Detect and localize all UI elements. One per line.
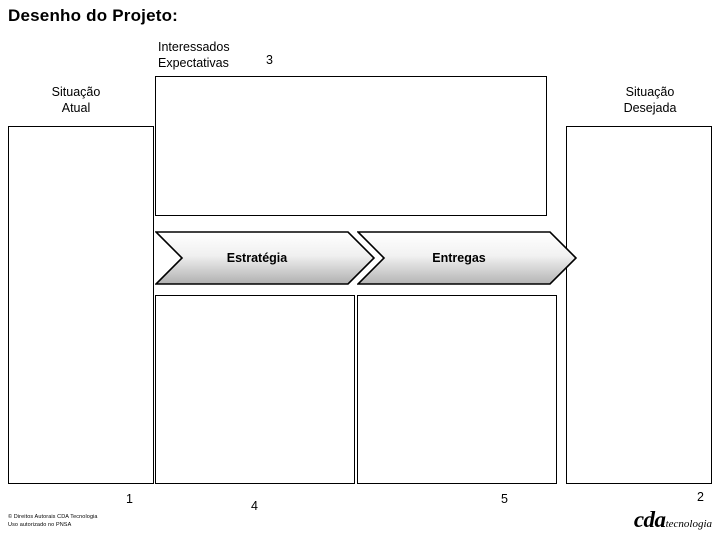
copyright-notice: © Direitos Autorais CDA Tecnologia Uso a… <box>8 514 98 528</box>
chevron-entregas-label: Entregas <box>432 251 486 265</box>
chevron-estrategia[interactable]: Estratégia <box>155 231 375 285</box>
label-situacao-atual: Situação Atual <box>51 85 101 115</box>
number-estrategia: 4 <box>251 499 258 513</box>
number-entregas: 5 <box>501 492 508 506</box>
box-situacao-atual[interactable] <box>8 126 154 484</box>
logo-sub-text: tecnologia <box>665 518 712 530</box>
box-entregas-content[interactable] <box>357 295 557 484</box>
box-interessados-expectativas[interactable] <box>155 76 547 216</box>
chevron-estrategia-label: Estratégia <box>226 251 288 265</box>
box-estrategia-content[interactable] <box>155 295 355 484</box>
logo-main-text: cda <box>633 507 666 532</box>
chevron-entregas[interactable]: Entregas <box>357 231 577 285</box>
chevron-estrategia-shape <box>155 231 375 285</box>
box-situacao-desejada[interactable] <box>566 126 712 484</box>
page-title: Desenho do Projeto: <box>8 6 179 25</box>
label-situacao-desejada: Situação Desejada <box>623 85 677 115</box>
number-situacao-atual: 1 <box>126 492 133 506</box>
chevron-entregas-shape <box>357 231 577 285</box>
logo-cda-tecnologia: cdatecnologia <box>634 508 712 531</box>
number-interessados: 3 <box>266 53 273 67</box>
label-interessados-expectativas: Interessados Expectativas <box>158 40 230 70</box>
number-situacao-desejada: 2 <box>697 490 704 504</box>
